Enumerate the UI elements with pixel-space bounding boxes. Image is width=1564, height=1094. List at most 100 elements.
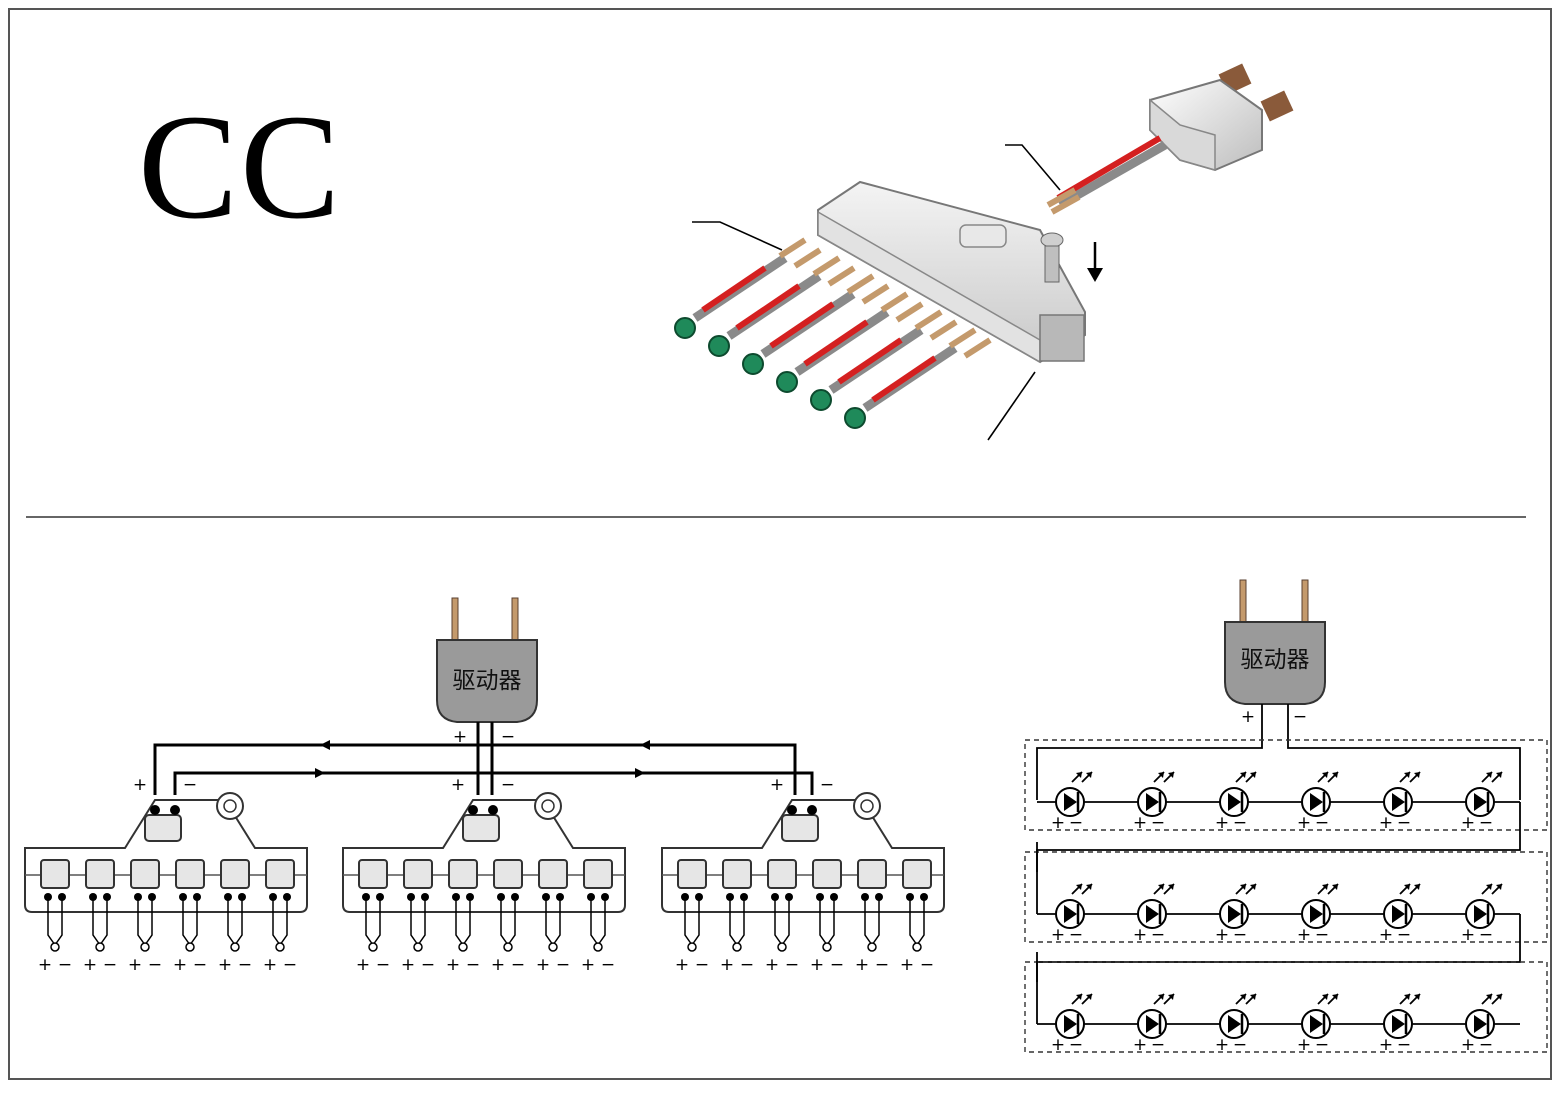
led-minus-label: − [1233,1035,1247,1055]
led-diode-icon: +− [1051,771,1093,833]
led-plus-label: + [1051,813,1065,833]
lead-minus-label: − [283,955,297,975]
lead-minus-label: − [376,955,390,975]
led-diode-icon: +− [1133,993,1175,1055]
led-plus-label: + [1215,925,1229,945]
led-diode-icon: +− [1051,883,1093,945]
driver-plus-label: + [453,727,467,747]
ac-plug [1149,63,1294,172]
led-diode-icon: +− [1051,993,1093,1055]
led-minus-label: − [1479,813,1493,833]
led-plus-label: + [1133,925,1147,945]
driver-minus-label: − [501,727,515,747]
arrow-down-icon [1087,242,1103,282]
driver-label: 驱动器 [1241,647,1310,673]
page-title: CC [138,84,343,250]
led-lead [844,327,992,429]
led-minus-label: − [1315,1035,1329,1055]
led-plus-label: + [1051,925,1065,945]
connector-blocks: +−+−+−+−+−+−+−+−+−+−+−+−+−+−+−+−+−+−+−+−… [24,775,945,975]
left-bus-wires [153,722,814,795]
led-plus-label: + [1215,1035,1229,1055]
led-minus-label: − [1069,925,1083,945]
lead-minus-label: − [740,955,754,975]
lead-minus-label: − [238,955,252,975]
lead-minus-label: − [511,955,525,975]
lead-plus-label: + [263,955,277,975]
lead-minus-label: − [556,955,570,975]
connector-illustration [674,63,1294,441]
lead-plus-label: + [536,955,550,975]
driver-minus-label: − [1293,707,1307,727]
led-diode-icon: +− [1215,771,1257,833]
connector-block: +−+−+−+−+−+−+− [661,775,945,975]
driver-plus-label: + [1241,707,1255,727]
lead-plus-label: + [491,955,505,975]
lead-minus-label: − [58,955,72,975]
led-minus-label: − [1151,925,1165,945]
led-diode-icon: +− [1215,883,1257,945]
led-row: +−+−+−+−+−+− [1024,842,1548,982]
led-lead [742,273,890,375]
led-plus-label: + [1379,813,1393,833]
bus-arrows [315,740,650,778]
connector-block: +−+−+−+−+−+−+− [24,775,308,975]
led-diode-icon: +− [1297,993,1339,1055]
lead-plus-label: + [765,955,779,975]
lead-plus-label: + [446,955,460,975]
led-plus-label: + [1379,1035,1393,1055]
block-plus-label: + [451,775,465,795]
led-lead-group [674,237,992,429]
led-diode-icon: +− [1461,883,1503,945]
lead-minus-label: − [830,955,844,975]
lead-minus-label: − [601,955,615,975]
led-minus-label: − [1315,925,1329,945]
led-row: +−+−+−+−+−+− [1024,739,1548,872]
led-minus-label: − [1069,813,1083,833]
led-plus-label: + [1215,813,1229,833]
lead-plus-label: + [128,955,142,975]
block-minus-label: − [501,775,515,795]
led-plus-label: + [1379,925,1393,945]
led-plus-label: + [1297,925,1311,945]
led-diode-icon: +− [1379,993,1421,1055]
led-diode-icon: +− [1461,993,1503,1055]
section-divider [26,516,1526,518]
led-plus-label: + [1051,1035,1065,1055]
lead-minus-label: − [421,955,435,975]
plug-cable [1046,135,1168,215]
led-minus-label: − [1151,813,1165,833]
lead-plus-label: + [218,955,232,975]
led-diode-icon: +− [1297,883,1339,945]
lead-minus-label: − [466,955,480,975]
lead-plus-label: + [173,955,187,975]
led-diode-icon: +− [1379,883,1421,945]
lead-plus-label: + [581,955,595,975]
led-plus-label: + [1461,925,1475,945]
led-plus-label: + [1297,1035,1311,1055]
led-minus-label: − [1479,925,1493,945]
leader-lines [692,144,1061,441]
led-minus-label: − [1233,813,1247,833]
led-minus-label: − [1397,925,1411,945]
led-diode-icon: +− [1133,771,1175,833]
screw-icon [1040,232,1064,283]
lead-plus-label: + [38,955,52,975]
connector-block: +−+−+−+−+−+−+− [342,775,626,975]
led-diode-icon: +− [1215,993,1257,1055]
led-plus-label: + [1461,1035,1475,1055]
right-driver: 驱动器 + − [1224,579,1326,727]
block-minus-label: − [183,775,197,795]
led-minus-label: − [1479,1035,1493,1055]
block-plus-label: + [770,775,784,795]
led-plus-label: + [1461,813,1475,833]
led-row: +−+−+−+−+−+− [1024,952,1548,1055]
lead-plus-label: + [356,955,370,975]
led-minus-label: − [1151,1035,1165,1055]
led-diode-icon: +− [1133,883,1175,945]
lead-minus-label: − [193,955,207,975]
led-minus-label: − [1315,813,1329,833]
led-minus-label: − [1397,813,1411,833]
lead-plus-label: + [401,955,415,975]
